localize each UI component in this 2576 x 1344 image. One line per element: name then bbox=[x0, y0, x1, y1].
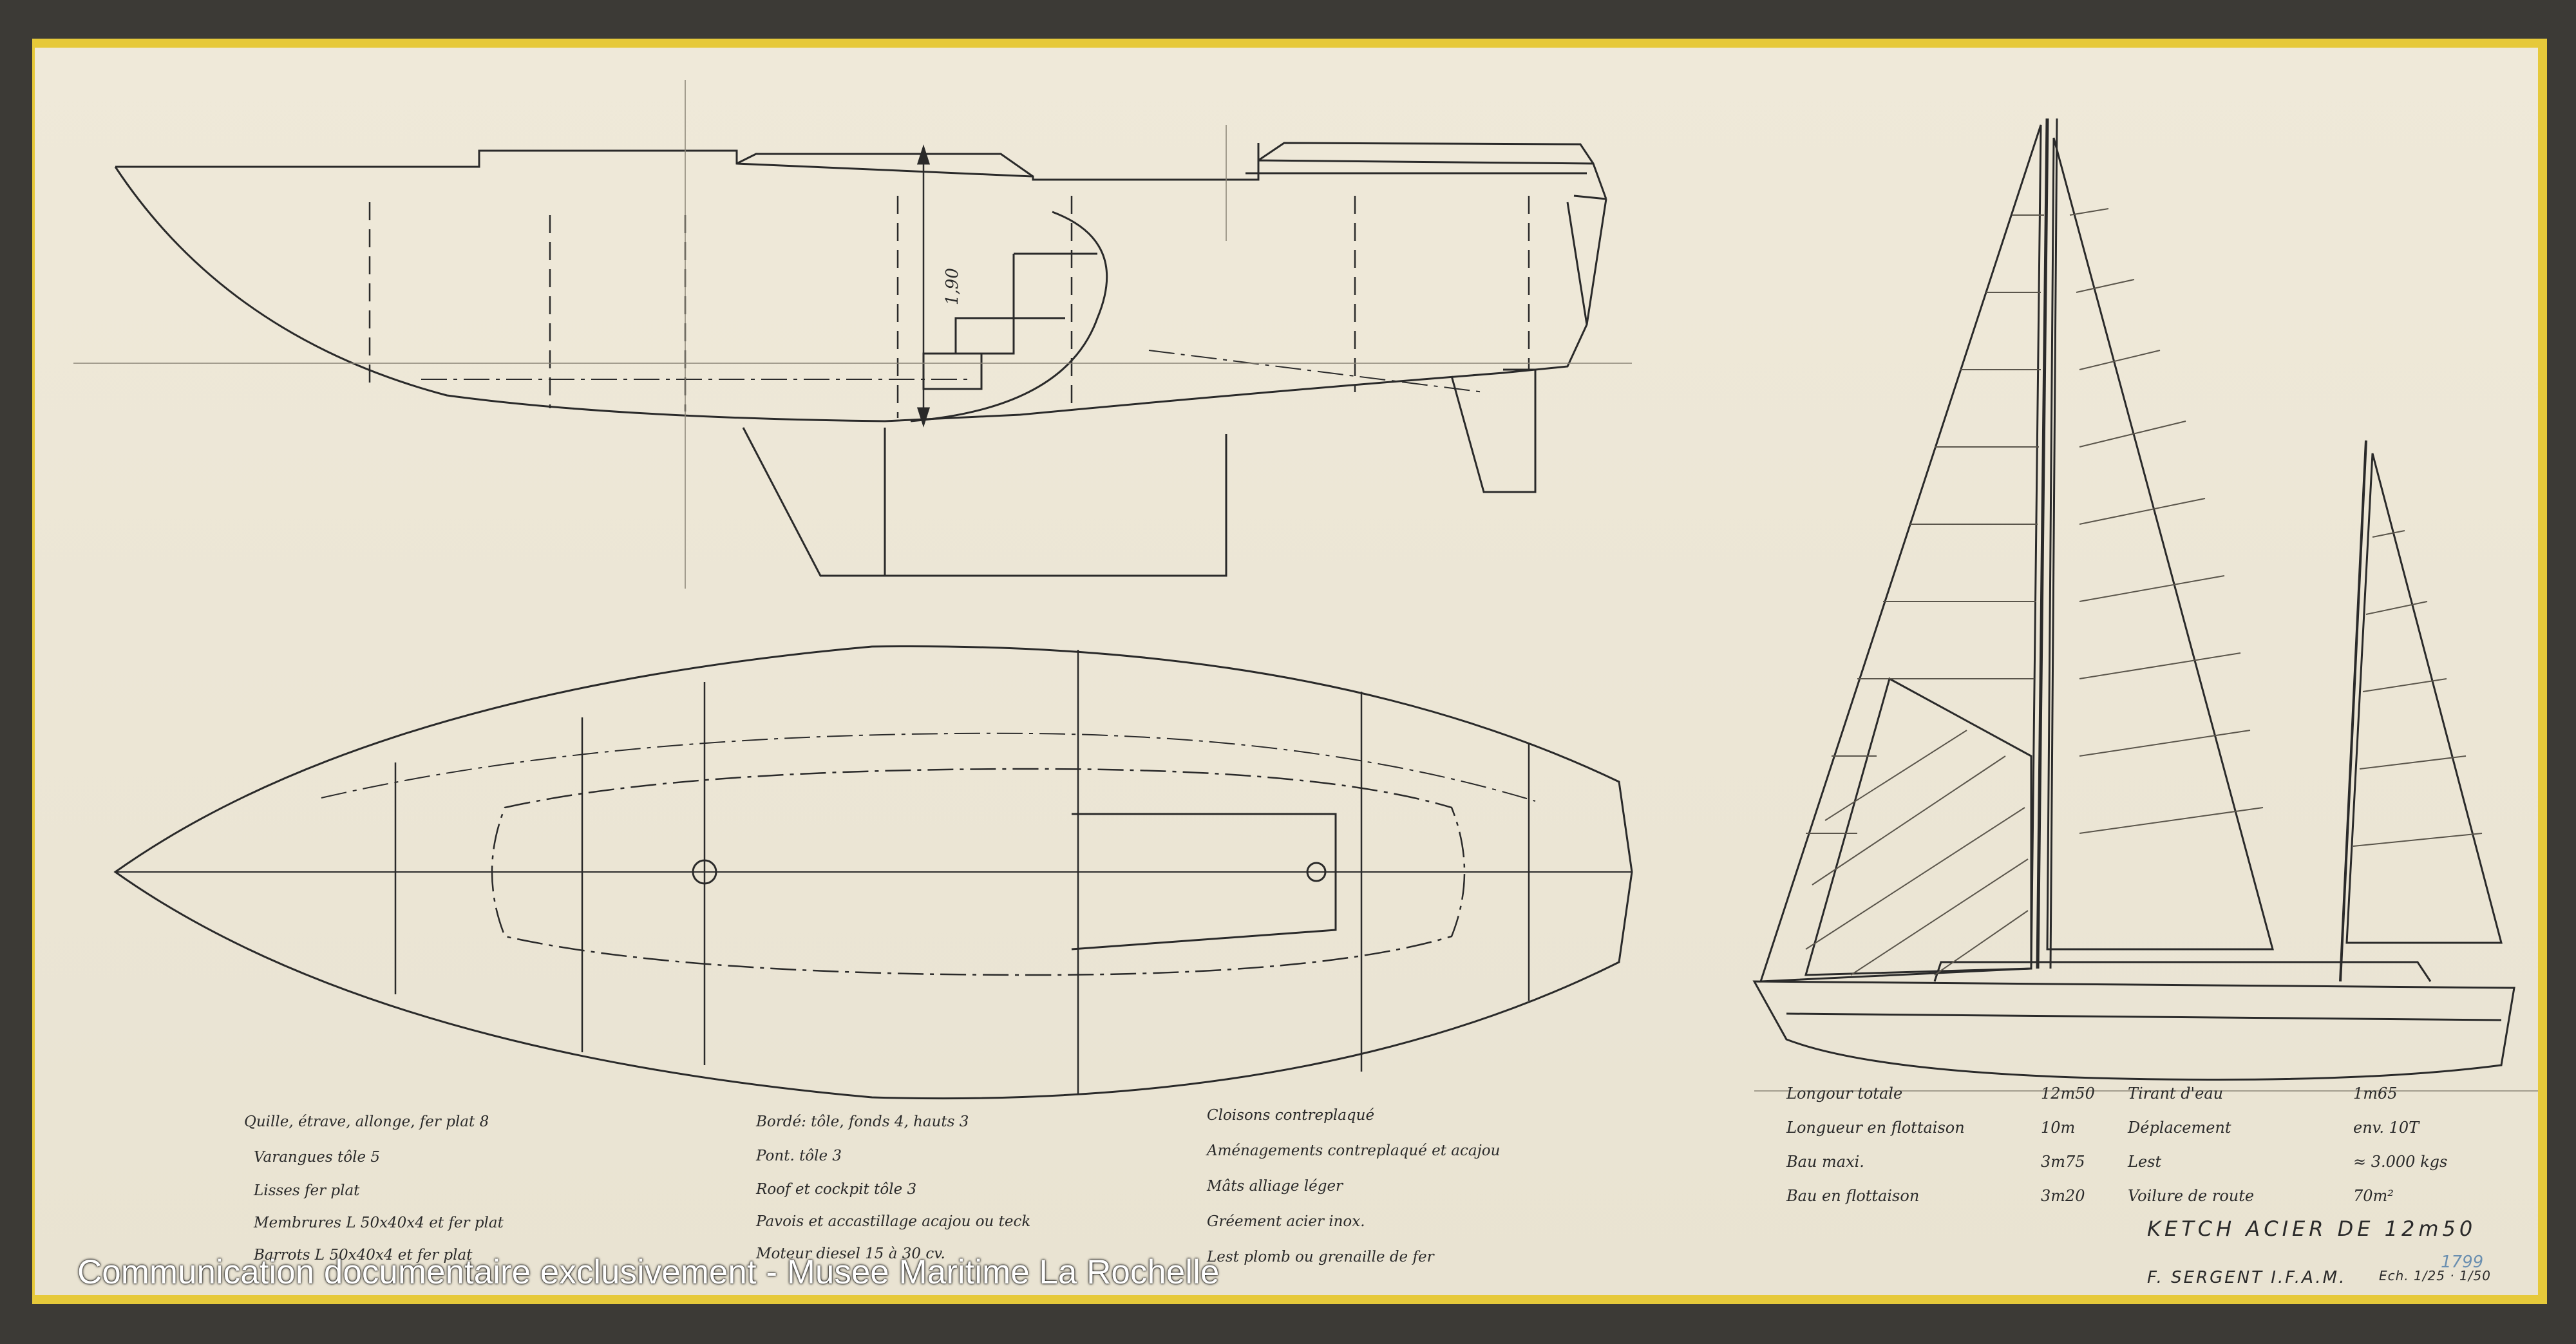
note-line: Aménagements contreplaqué et acajou bbox=[1207, 1142, 1501, 1159]
note-line: Gréement acier inox. bbox=[1207, 1213, 1365, 1230]
note-line: Lisses fer plat bbox=[254, 1182, 360, 1199]
note-line: Varangues tôle 5 bbox=[254, 1149, 380, 1166]
spec-value: 1m65 bbox=[2353, 1084, 2398, 1103]
spec-value: env. 10T bbox=[2353, 1119, 2420, 1137]
spec-value: 3m20 bbox=[2041, 1187, 2085, 1205]
spec-label: Bau en flottaison bbox=[1786, 1187, 1920, 1205]
spec-label: Lest bbox=[2128, 1153, 2162, 1171]
drawing-sheet: 1,90 Quille, étrave, allonge, fer plat 8… bbox=[32, 39, 2547, 1304]
hull-plan-view bbox=[113, 645, 1633, 1100]
note-line: Pont. tôle 3 bbox=[756, 1148, 842, 1164]
drawing-author: F. SERGENT I.F.A.M. bbox=[2147, 1268, 2347, 1287]
spec-label: Déplacement bbox=[2128, 1119, 2231, 1137]
note-line: Bordé: tôle, fonds 4, hauts 3 bbox=[756, 1113, 969, 1130]
spec-value: 70m² bbox=[2353, 1187, 2394, 1205]
hull-profile-view bbox=[73, 80, 1632, 589]
sail-plan-view bbox=[1752, 118, 2538, 1092]
note-line: Moteur diesel 15 à 30 cv. bbox=[756, 1245, 945, 1262]
spec-label: Voilure de route bbox=[2128, 1187, 2255, 1205]
note-line: Lest plomb ou grenaille de fer bbox=[1207, 1249, 1434, 1265]
note-line: Barrots L 50x40x4 et fer plat bbox=[254, 1247, 473, 1264]
drawing-title: KETCH ACIER DE 12m50 bbox=[2147, 1216, 2477, 1241]
note-line: Membrures L 50x40x4 et fer plat bbox=[254, 1215, 504, 1231]
spec-label: Longueur en flottaison bbox=[1786, 1119, 1965, 1137]
spec-label: Tirant d'eau bbox=[2128, 1084, 2224, 1103]
note-line: Pavois et accastillage acajou ou teck bbox=[756, 1213, 1031, 1230]
note-line: Mâts alliage léger bbox=[1207, 1178, 1343, 1195]
paper bbox=[35, 48, 2538, 1295]
drawing-scale: Ech. 1/25 · 1/50 bbox=[2379, 1268, 2491, 1283]
note-line: Cloisons contreplaqué bbox=[1207, 1107, 1375, 1124]
watermark: Communication documentaire exclusivement… bbox=[77, 1253, 1220, 1291]
spec-value: ≈ 3.000 kgs bbox=[2353, 1153, 2448, 1171]
spec-value: 12m50 bbox=[2041, 1084, 2095, 1103]
note-line: Roof et cockpit tôle 3 bbox=[756, 1181, 917, 1198]
technical-drawing bbox=[73, 80, 2538, 1100]
spec-value: 3m75 bbox=[2041, 1153, 2085, 1171]
note-line: Quille, étrave, allonge, fer plat 8 bbox=[244, 1113, 489, 1130]
sheet-number: 1799 bbox=[2441, 1253, 2484, 1272]
spec-value: 10m bbox=[2041, 1119, 2076, 1137]
spec-label: Longour totale bbox=[1786, 1084, 1903, 1103]
spec-label: Bau maxi. bbox=[1786, 1153, 1864, 1171]
depth-dimension-label: 1,90 bbox=[943, 268, 962, 305]
